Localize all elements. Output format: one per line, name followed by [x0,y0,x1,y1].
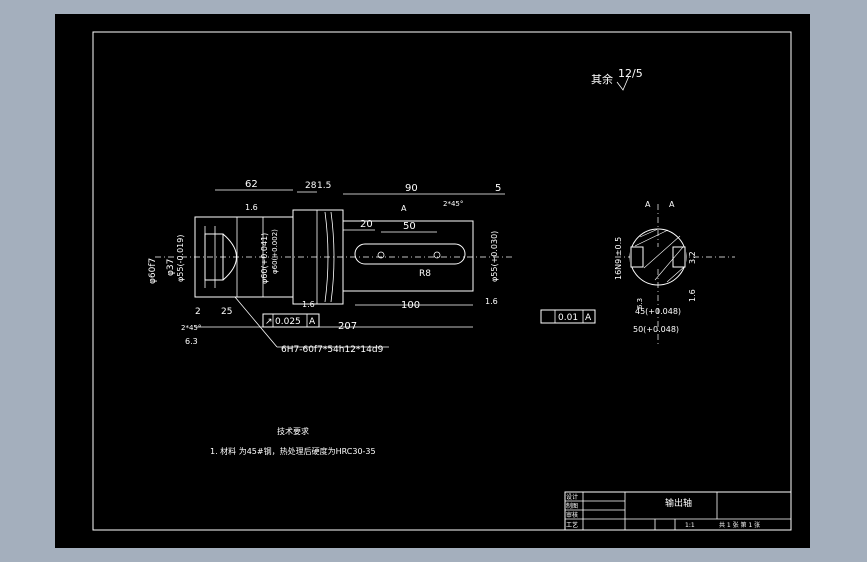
dim-phi60-lower: φ60(+0.002) [271,229,279,274]
drawing-frame [92,31,792,531]
roughness-label: 其余 [591,72,613,86]
section-mark-a: A [401,204,407,213]
title-block [564,491,792,531]
scale: 1:1 [685,522,695,529]
dim-phi60f7: φ60f7 [148,258,158,284]
tb-row-4: 工艺 [566,521,578,529]
dim-phi37: φ37 [166,259,176,276]
symmetry-tolerance-frame [540,309,596,324]
dim-2: 2 [195,307,201,317]
section-roughness-6-3: 6.3 [636,298,644,309]
runout-symbol: ↗ [265,317,273,327]
dim-25: 25 [221,307,232,317]
dim-chamfer-left: 2*45° [181,324,201,332]
roughness-6-3: 6.3 [185,337,198,346]
shaft-main-view [155,209,515,305]
dim-90: 90 [405,183,418,194]
dim-62: 62 [245,179,258,190]
part-name: 输出轴 [665,497,692,509]
dim-50: 50 [403,221,416,232]
section-view [615,204,735,344]
dim-100: 100 [401,300,420,311]
section-label-a2: A [669,200,675,209]
cad-drawing-canvas[interactable]: 其余 12/5 62 28 1.5 90 5 2*45° 20 50 [55,14,810,548]
runout-value: 0.025 [275,317,301,327]
dim-phi55-plus: φ55(+0.030) [490,231,499,282]
runout-tolerance-frame [262,313,320,328]
dim-28: 28 [305,181,317,191]
dim-chamfer: 2*45° [443,200,463,208]
keyway-width-dim: 16N9 ±0.5 [614,237,623,280]
tb-row-1: 设计 [566,493,578,501]
section-roughness-3-2: 3.2 [688,251,697,264]
section-roughness-1-6: 1.6 [688,289,697,302]
roughness-1-6-a: 1.6 [302,300,315,309]
shaft-dia-50: 50(+0.048) [633,325,679,334]
keyway-slot [354,243,466,265]
tb-row-2: 制图 [566,502,578,510]
symmetry-value: 0.01 [558,313,578,323]
dim-5: 5 [495,183,501,194]
section-label-a1: A [645,200,651,209]
roughness-1-6-b: 1.6 [485,297,498,306]
drawing-svg: 其余 12/5 62 28 1.5 90 5 2*45° 20 50 [92,31,792,531]
tech-line-1: 1. 材料 为45#钢，热处理后硬度为HRC30-35 [210,446,376,456]
symmetry-datum: A [585,313,592,323]
runout-datum: A [309,317,316,327]
tb-row-3: 审核 [566,511,578,519]
dim-20: 20 [360,219,373,230]
roughness-value: 12/5 [618,67,643,80]
spline-spec: 6H7-60f7*54h12*14d9 [281,345,384,355]
keyway-depth-45: 45(+0.048) [635,307,681,316]
dim-phi60-plus: φ60(+0.041) [260,233,269,284]
dim-1-5: 1.5 [317,181,331,191]
radius-r8: R8 [419,269,431,279]
roughness-symbol [616,75,630,91]
dim-207: 207 [338,321,357,332]
roughness-1-6-c: 1.6 [245,203,258,212]
spline-leader [234,296,278,348]
dim-phi55-minus: φ55(-0.019) [176,235,185,283]
tech-heading: 技术要求 [277,426,309,436]
sheet-info: 共 1 张 第 1 张 [719,521,760,529]
